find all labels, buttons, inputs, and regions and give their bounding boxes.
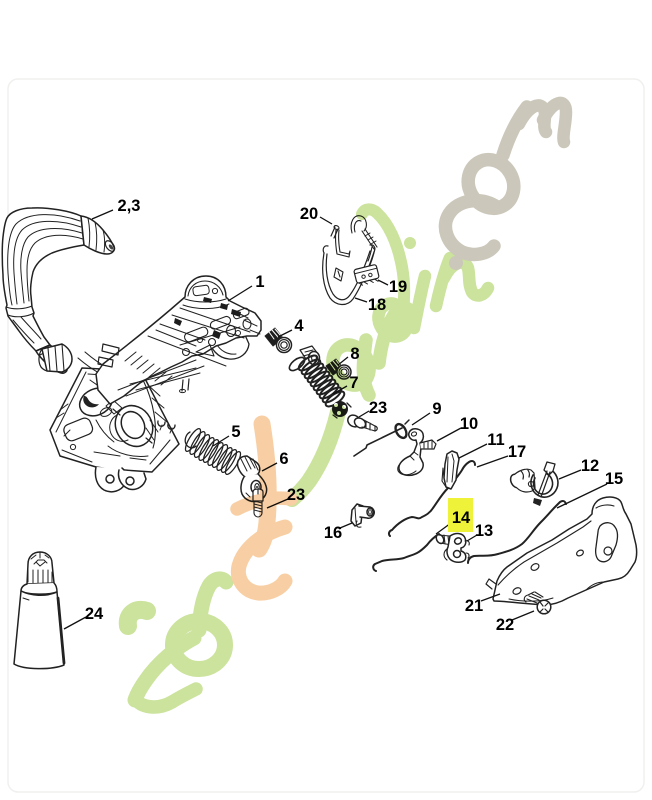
svg-text:15: 15 xyxy=(605,470,623,488)
svg-text:23: 23 xyxy=(369,399,387,417)
svg-text:11: 11 xyxy=(487,431,504,449)
svg-text:5: 5 xyxy=(231,423,240,441)
svg-text:21: 21 xyxy=(465,597,483,615)
svg-text:22: 22 xyxy=(496,616,514,634)
svg-text:13: 13 xyxy=(475,522,493,540)
svg-text:16: 16 xyxy=(324,524,342,542)
svg-text:20: 20 xyxy=(300,205,318,223)
svg-text:2,3: 2,3 xyxy=(118,197,141,215)
svg-text:6: 6 xyxy=(279,450,288,468)
svg-text:10: 10 xyxy=(460,415,478,433)
svg-text:12: 12 xyxy=(581,457,599,475)
svg-text:24: 24 xyxy=(85,605,104,623)
svg-text:14: 14 xyxy=(452,509,471,527)
svg-text:9: 9 xyxy=(432,400,441,418)
svg-text:1: 1 xyxy=(255,273,264,291)
svg-text:4: 4 xyxy=(294,317,304,335)
svg-text:17: 17 xyxy=(508,443,526,461)
